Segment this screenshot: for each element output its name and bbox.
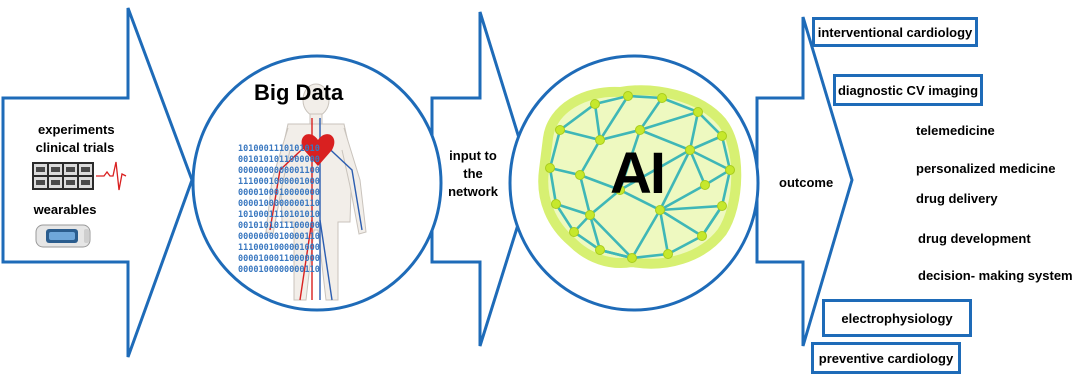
network-input-label-line2: the bbox=[463, 166, 483, 181]
ecg-trace-icon bbox=[96, 161, 127, 191]
network-input-arrow bbox=[430, 11, 534, 347]
big-data-title: Big Data bbox=[254, 80, 344, 105]
outcome-box-diagnostic-cv-imaging: diagnostic CV imaging bbox=[833, 74, 983, 106]
outcome-telemedicine: telemedicine bbox=[916, 123, 995, 138]
ai-brain-network-icon bbox=[538, 85, 742, 269]
input-label-clinical-trials: clinical trials bbox=[35, 140, 115, 155]
human-body-icon bbox=[265, 83, 367, 301]
outcome-label: outcome bbox=[779, 175, 834, 190]
input-label-wearables: wearables bbox=[33, 202, 97, 217]
input-label-experiments: experiments bbox=[38, 122, 115, 137]
ecg-thumbnails-icon bbox=[32, 162, 94, 190]
wearable-device-icon bbox=[35, 224, 91, 248]
outcome-decision-making-systems: decision- making systems bbox=[918, 268, 1072, 283]
binary-data-stream: 1010001110101010 0010101011000000 000000… bbox=[238, 144, 320, 275]
network-input-label-line3: network bbox=[448, 184, 498, 199]
outcome-personalized-medicine: personalized medicine bbox=[916, 161, 1056, 176]
outcome-box-interventional-cardiology: interventional cardiology bbox=[812, 17, 978, 47]
input-arrow bbox=[1, 7, 194, 358]
outcome-box-preventive-cardiology: preventive cardiology bbox=[811, 342, 961, 374]
ai-label: AI bbox=[610, 141, 666, 206]
outcome-arrow bbox=[755, 16, 854, 347]
heart-icon bbox=[301, 134, 335, 166]
outcome-drug-development: drug development bbox=[918, 231, 1031, 246]
outcome-box-electrophysiology: electrophysiology bbox=[822, 299, 972, 337]
outcome-drug-delivery: drug delivery bbox=[916, 191, 998, 206]
network-input-label-line1: input to bbox=[449, 148, 497, 163]
